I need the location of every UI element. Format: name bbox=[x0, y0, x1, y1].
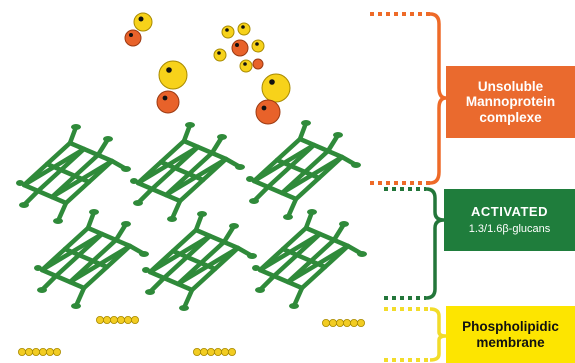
lipid-bead-chain bbox=[321, 318, 365, 327]
lipid-bead-chains bbox=[17, 315, 365, 356]
mannoprotein-label: Unsoluble Mannoprotein complexe bbox=[446, 66, 575, 138]
mannoprotein-cluster bbox=[213, 22, 265, 73]
mannoprotein-label-line1: Unsoluble bbox=[477, 79, 544, 95]
glucans-label-line1: ACTIVATED bbox=[471, 204, 548, 220]
glucans-box-bg bbox=[444, 189, 575, 251]
membrane-label-line1: Phospholipidic bbox=[462, 319, 559, 335]
mannoprotein-cluster bbox=[124, 12, 153, 47]
lipid-bead-chain bbox=[17, 347, 62, 356]
glucan-lattice bbox=[252, 209, 367, 309]
membrane-box-bg bbox=[446, 306, 575, 363]
mannoprotein-label-line2: Mannoprotein bbox=[465, 94, 556, 110]
glucans-bracket bbox=[384, 187, 445, 300]
glucan-lattice bbox=[246, 120, 361, 220]
glucans-label-line2: 1.3/1.6β-glucans bbox=[468, 222, 551, 235]
glucans-label: ACTIVATED 1.3/1.6β-glucans bbox=[444, 189, 575, 251]
mannoprotein-particles bbox=[124, 12, 291, 125]
mannoprotein-cluster bbox=[255, 73, 291, 125]
glucan-lattice bbox=[142, 211, 257, 311]
glucan-lattice bbox=[34, 209, 149, 309]
lipid-bead-chain bbox=[96, 315, 139, 324]
membrane-label: Phospholipidic membrane bbox=[446, 306, 575, 363]
mannoprotein-cluster bbox=[156, 60, 188, 114]
mannoprotein-bracket bbox=[370, 12, 447, 185]
membrane-bracket bbox=[384, 307, 447, 362]
glucan-lattices bbox=[16, 120, 367, 311]
glucan-lattice bbox=[130, 122, 245, 222]
membrane-label-line2: membrane bbox=[476, 334, 545, 350]
mannoprotein-label-line3: complexe bbox=[479, 109, 542, 125]
lipid-bead-chain bbox=[192, 347, 236, 356]
mannoprotein-box-bg bbox=[446, 66, 575, 138]
glucan-lattice bbox=[16, 124, 131, 224]
